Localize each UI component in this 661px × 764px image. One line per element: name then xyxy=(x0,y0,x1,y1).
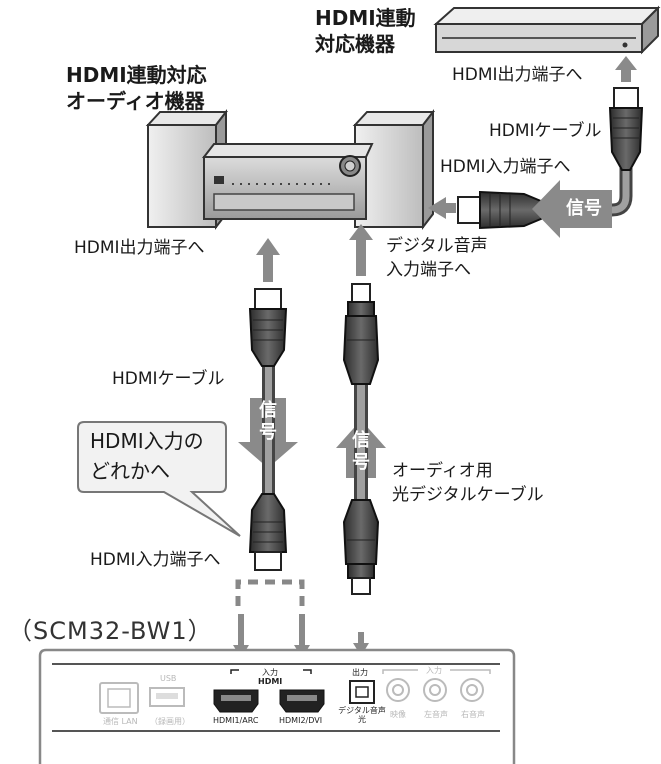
signal-label-player: 信号 xyxy=(566,198,602,219)
tv-rear-panel xyxy=(38,648,516,764)
player-hdmi-cable xyxy=(457,87,644,230)
lan-port-label: 通信 LAN xyxy=(103,717,138,726)
player-title-line2: 対応機器 xyxy=(315,32,395,56)
optical-port-label: デジタル音声 光 xyxy=(338,706,386,724)
signal-char-2: 号 xyxy=(259,422,277,443)
connection-arrows xyxy=(233,56,637,658)
digital-input-line2: 入力端子へ xyxy=(386,260,471,280)
usb-sub-label: （録画用） xyxy=(150,717,190,726)
hdmi-input-header: 入力 xyxy=(262,668,278,677)
callout-text: HDMI入力の どれかへ xyxy=(78,422,226,492)
dashed-alternative-route xyxy=(235,579,305,606)
analog-input-header: 入力 xyxy=(426,666,442,675)
signal-char-1: 信 xyxy=(259,400,277,421)
audio-device-title: HDMI連動対応 オーディオ機器 xyxy=(66,62,207,114)
optical-cable-line2: 光デジタルケーブル xyxy=(392,485,544,505)
callout-line2: どれかへ xyxy=(90,459,170,483)
player-output-label: HDMI出力端子へ xyxy=(452,65,583,85)
optical-cable-label: オーディオ用 光デジタルケーブル xyxy=(392,459,544,507)
audio-system-illustration xyxy=(145,109,436,230)
audio-left-jack-label: 左音声 xyxy=(424,710,448,719)
audio-title-line1: HDMI連動対応 xyxy=(66,63,207,87)
callout-line1: HDMI入力の xyxy=(90,429,204,453)
tv-model-label: （SCM32-BW1） xyxy=(8,617,213,645)
callout-bubble xyxy=(77,421,241,537)
optical-port-line2: 光 xyxy=(358,715,366,724)
signal-label-optical: 信 号 xyxy=(350,430,372,474)
signal-label-hdmi: 信 号 xyxy=(257,400,279,444)
optical-cable-line1: オーディオ用 xyxy=(392,461,493,481)
audio-title-line2: オーディオ機器 xyxy=(66,89,205,113)
digital-input-label: デジタル音声 入力端子へ xyxy=(386,234,488,282)
signal-char-1: 信 xyxy=(352,430,370,451)
hdmi1-port-label: HDMI1/ARC xyxy=(213,716,259,725)
player-device-title: HDMI連動 対応機器 xyxy=(315,5,416,57)
hdmi-cable-label: HDMIケーブル xyxy=(112,369,225,389)
player-cable-label: HDMIケーブル xyxy=(489,121,602,141)
audio-input-label: HDMI入力端子へ xyxy=(440,157,571,177)
optical-cable xyxy=(342,283,380,595)
output-header: 出力 xyxy=(352,668,368,677)
usb-port-label: USB xyxy=(160,674,177,683)
audio-output-label: HDMI出力端子へ xyxy=(74,238,205,258)
audio-hdmi-cable xyxy=(248,288,288,571)
hdmi2-port-label: HDMI2/DVI xyxy=(279,716,323,725)
optical-port-line1: デジタル音声 xyxy=(338,706,386,715)
tv-input-label: HDMI入力端子へ xyxy=(90,550,221,570)
digital-input-line1: デジタル音声 xyxy=(386,236,488,256)
audio-right-jack-label: 右音声 xyxy=(461,710,485,719)
video-jack-label: 映像 xyxy=(390,710,406,719)
signal-char-2: 号 xyxy=(352,452,370,473)
player-title-line1: HDMI連動 xyxy=(315,6,416,30)
player-illustration xyxy=(433,5,661,55)
hdmi-logo: HDMI xyxy=(258,677,283,686)
